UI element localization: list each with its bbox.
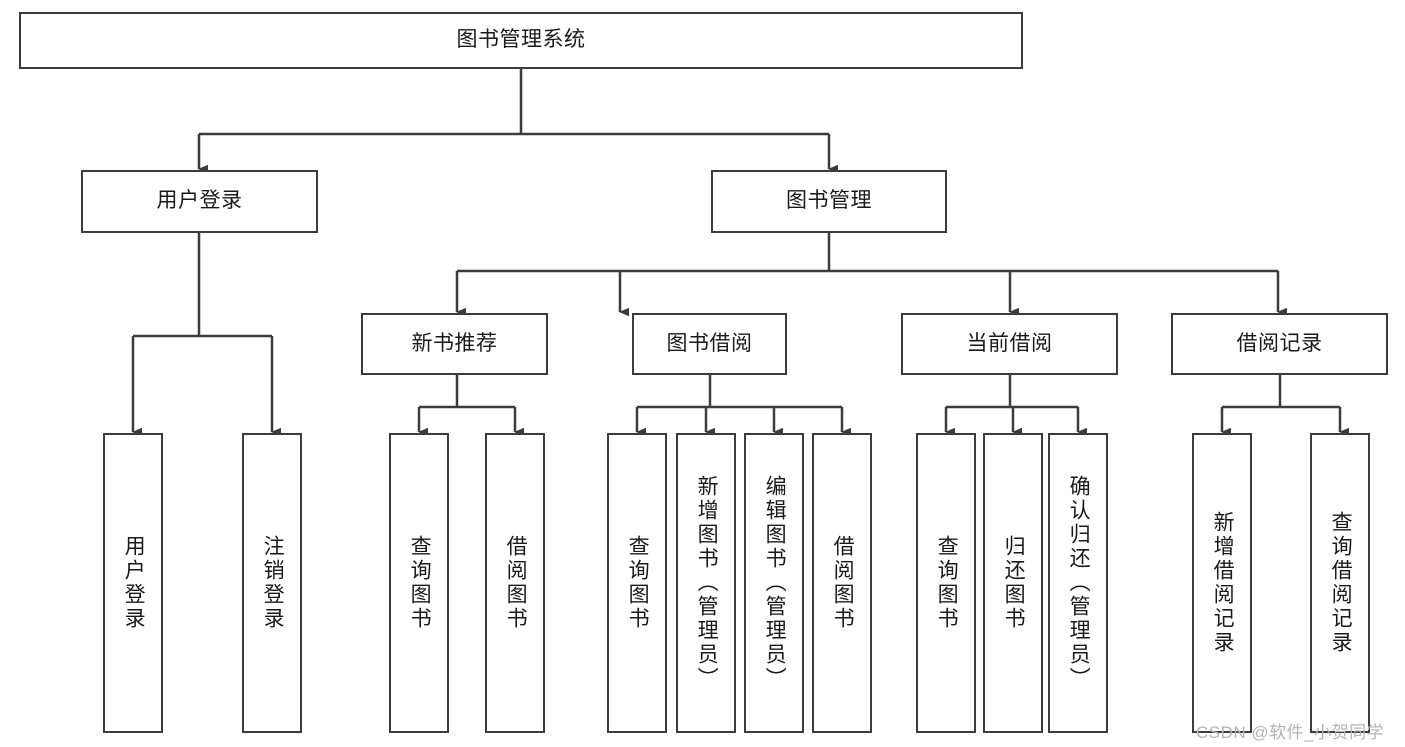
node-user-login-label: 用户登录 xyxy=(156,189,243,213)
node-leaf-query-book-3[interactable]: 查询图书 xyxy=(916,433,976,733)
node-book-manage[interactable]: 图书管理 xyxy=(711,170,947,233)
csdn-watermark: CSDN @软件_小贺同学 xyxy=(1196,723,1385,742)
node-current-borrow-label: 当前借阅 xyxy=(966,331,1053,355)
node-leaf-borrow-book-1[interactable]: 借阅图书 xyxy=(485,433,545,733)
node-leaf-add-book-label: 新增图书（管理员） xyxy=(695,475,719,691)
node-leaf-query-book-2-label: 查询图书 xyxy=(626,535,650,631)
node-current-borrow[interactable]: 当前借阅 xyxy=(901,313,1118,375)
node-leaf-user-logout[interactable]: 注销登录 xyxy=(242,433,302,733)
node-leaf-return-book[interactable]: 归还图书 xyxy=(983,433,1043,733)
node-leaf-confirm-return[interactable]: 确认归还（管理员） xyxy=(1048,433,1108,733)
node-leaf-query-record-label: 查询借阅记录 xyxy=(1329,511,1353,655)
node-leaf-confirm-return-label: 确认归还（管理员） xyxy=(1067,475,1091,691)
node-new-book-rec-label: 新书推荐 xyxy=(411,331,498,355)
node-leaf-query-book-3-label: 查询图书 xyxy=(935,535,959,631)
node-leaf-query-record[interactable]: 查询借阅记录 xyxy=(1310,433,1370,733)
node-leaf-return-book-label: 归还图书 xyxy=(1002,535,1026,631)
node-book-manage-label: 图书管理 xyxy=(786,189,872,213)
node-root[interactable]: 图书管理系统 xyxy=(19,12,1023,69)
node-new-book-rec[interactable]: 新书推荐 xyxy=(361,313,548,375)
node-user-login[interactable]: 用户登录 xyxy=(81,170,318,233)
node-leaf-borrow-book-2-label: 借阅图书 xyxy=(831,535,855,631)
node-leaf-query-book-1[interactable]: 查询图书 xyxy=(389,433,449,733)
node-leaf-user-login-label: 用户登录 xyxy=(122,535,146,631)
edge-group xyxy=(131,69,1349,437)
node-leaf-add-book[interactable]: 新增图书（管理员） xyxy=(676,433,736,733)
node-leaf-add-record[interactable]: 新增借阅记录 xyxy=(1192,433,1252,733)
node-leaf-user-login[interactable]: 用户登录 xyxy=(103,433,163,733)
node-leaf-edit-book-label: 编辑图书（管理员） xyxy=(763,475,787,691)
node-leaf-user-logout-label: 注销登录 xyxy=(261,535,285,631)
node-leaf-borrow-book-2[interactable]: 借阅图书 xyxy=(812,433,872,733)
node-leaf-query-book-2[interactable]: 查询图书 xyxy=(607,433,667,733)
node-borrow-record[interactable]: 借阅记录 xyxy=(1171,313,1388,375)
node-book-borrow-label: 图书借阅 xyxy=(666,331,753,355)
node-root-label: 图书管理系统 xyxy=(456,28,586,52)
node-borrow-record-label: 借阅记录 xyxy=(1236,331,1323,355)
node-book-borrow[interactable]: 图书借阅 xyxy=(632,313,787,375)
node-leaf-borrow-book-1-label: 借阅图书 xyxy=(504,535,528,631)
node-leaf-query-book-1-label: 查询图书 xyxy=(408,535,432,631)
node-leaf-add-record-label: 新增借阅记录 xyxy=(1211,511,1235,655)
node-leaf-edit-book[interactable]: 编辑图书（管理员） xyxy=(744,433,804,733)
